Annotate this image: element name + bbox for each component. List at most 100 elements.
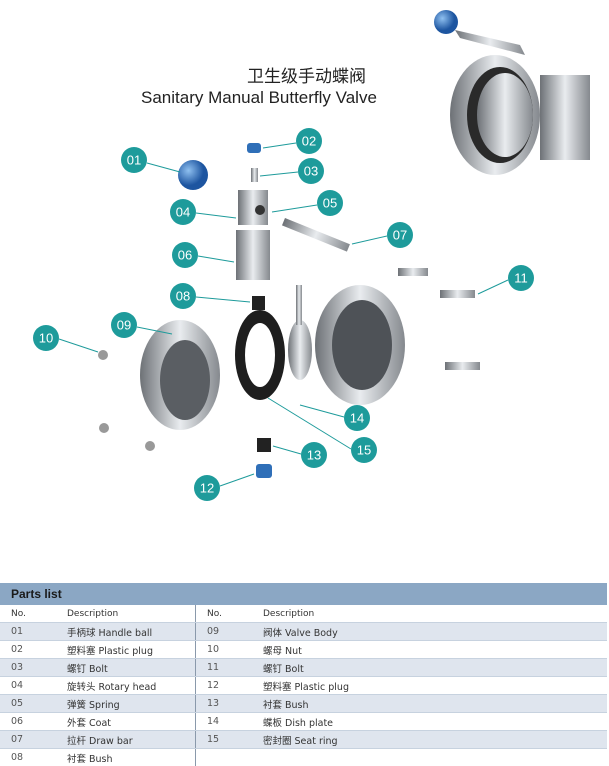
callout-number: 01 xyxy=(127,153,141,168)
callout-circle xyxy=(121,147,147,173)
part-bolts xyxy=(398,268,480,370)
part-no: 06 xyxy=(0,712,67,731)
callout-circle xyxy=(172,242,198,268)
callout-number: 06 xyxy=(178,248,192,263)
callout-07: 07 xyxy=(387,222,413,248)
part-no: 09 xyxy=(195,622,263,641)
callout-circle xyxy=(301,442,327,468)
callout-number: 08 xyxy=(176,289,190,304)
callout-circle xyxy=(194,475,220,501)
part-no: 01 xyxy=(0,622,67,641)
part-description: 衬套 Bush xyxy=(263,694,607,713)
part-nuts xyxy=(98,350,155,451)
part-no: 11 xyxy=(195,658,263,677)
part-no: 13 xyxy=(195,694,263,713)
callout-03: 03 xyxy=(298,158,324,184)
part-description: 密封圈 Seat ring xyxy=(263,730,607,749)
callout-06: 06 xyxy=(172,242,198,268)
part-bush-13 xyxy=(257,438,271,452)
part-no: 07 xyxy=(0,730,67,749)
callout-circle xyxy=(351,437,377,463)
callout-05: 05 xyxy=(317,190,343,216)
part-no: 04 xyxy=(0,676,67,695)
empty-cell xyxy=(195,748,263,766)
callout-circle xyxy=(296,128,322,154)
part-coat xyxy=(236,230,270,280)
assembled-valve-image xyxy=(434,10,590,175)
part-no: 02 xyxy=(0,640,67,659)
part-description: 衬套 Bush xyxy=(67,748,196,766)
callout-number: 10 xyxy=(39,331,53,346)
part-description: 阀体 Valve Body xyxy=(263,622,607,641)
part-description: 外套 Coat xyxy=(67,712,196,731)
parts-list-title: Parts list xyxy=(0,583,607,605)
callout-number: 12 xyxy=(200,481,214,496)
callout-number: 03 xyxy=(304,164,318,179)
callout-11: 11 xyxy=(508,265,534,291)
empty-cell xyxy=(263,748,607,766)
callout-01: 01 xyxy=(121,147,147,173)
callout-12: 12 xyxy=(194,475,220,501)
part-no: 10 xyxy=(195,640,263,659)
callout-number: 05 xyxy=(323,196,337,211)
callout-09: 09 xyxy=(111,312,137,338)
part-description: 塑料塞 Plastic plug xyxy=(263,676,607,695)
part-description: 弹簧 Spring xyxy=(67,694,196,713)
part-no: 14 xyxy=(195,712,263,731)
callout-08: 08 xyxy=(170,283,196,309)
part-spring xyxy=(282,217,350,252)
part-description: 手柄球 Handle ball xyxy=(67,622,196,641)
header-description: Description xyxy=(263,605,607,623)
title-chinese: 卫生级手动蝶阀 xyxy=(247,67,366,87)
callout-number: 15 xyxy=(357,443,371,458)
callout-circle xyxy=(344,405,370,431)
exploded-diagram: 01 02 03 04 05 06 07 08 09 10 11 12 13 14 15 xyxy=(33,10,590,501)
callout-04: 04 xyxy=(170,199,196,225)
part-description: 旋转头 Rotary head xyxy=(67,676,196,695)
part-description: 蝶板 Dish plate xyxy=(263,712,607,731)
callout-number: 02 xyxy=(302,134,316,149)
part-description: 塑料塞 Plastic plug xyxy=(67,640,196,659)
header-no: No. xyxy=(0,605,67,623)
part-description: 拉杆 Draw bar xyxy=(67,730,196,749)
title-english: Sanitary Manual Butterfly Valve xyxy=(141,88,377,107)
callout-circle xyxy=(317,190,343,216)
part-handle-ball xyxy=(178,160,208,190)
callout-02: 02 xyxy=(296,128,322,154)
callout-15: 15 xyxy=(351,437,377,463)
callout-circle xyxy=(387,222,413,248)
callout-number: 07 xyxy=(393,228,407,243)
callout-circle xyxy=(170,199,196,225)
part-no: 15 xyxy=(195,730,263,749)
callout-circle xyxy=(33,325,59,351)
part-no: 05 xyxy=(0,694,67,713)
callout-14: 14 xyxy=(344,405,370,431)
callout-number: 04 xyxy=(176,205,190,220)
part-rotary-head xyxy=(238,190,268,225)
part-plastic-plug-bottom xyxy=(256,464,272,478)
part-no: 08 xyxy=(0,748,67,766)
callout-number: 13 xyxy=(307,448,321,463)
part-description: 螺钉 Bolt xyxy=(67,658,196,677)
callout-circle xyxy=(508,265,534,291)
part-no: 03 xyxy=(0,658,67,677)
callout-number: 09 xyxy=(117,318,131,333)
callout-circle xyxy=(111,312,137,338)
part-bush-08 xyxy=(252,296,265,310)
part-valve-body xyxy=(140,285,405,430)
leader-lines xyxy=(58,142,509,487)
callout-10: 10 xyxy=(33,325,59,351)
callout-13: 13 xyxy=(301,442,327,468)
